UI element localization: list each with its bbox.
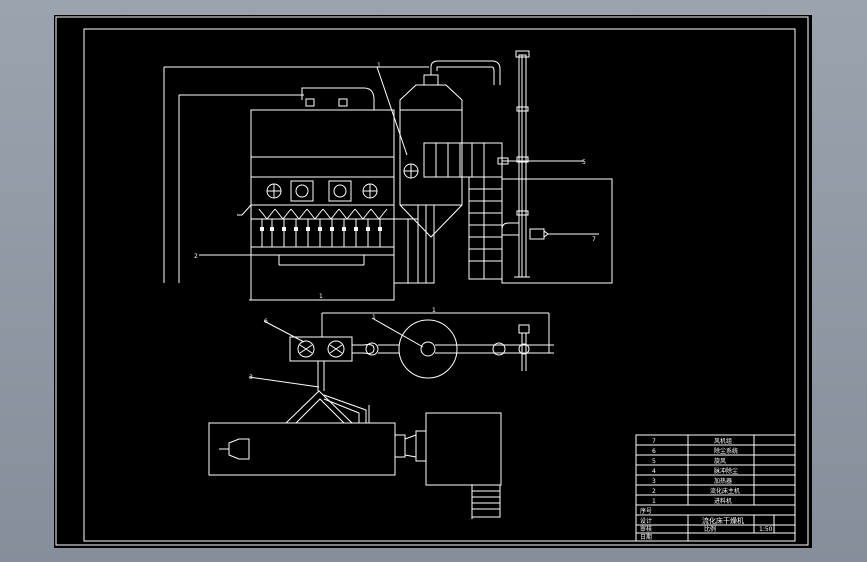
fluid-bed-plan <box>208 422 396 476</box>
callout-7-right: 7 <box>592 236 596 243</box>
plan-view: 1 6 1 3 <box>208 307 554 519</box>
fan-housing <box>501 178 613 284</box>
stair-tower <box>468 176 503 280</box>
tb-row-name: 脉冲除尘 <box>714 467 738 475</box>
front-elevation-view: 1 <box>163 50 613 301</box>
outer-frame <box>55 16 809 546</box>
tb-row-name: 加热器 <box>714 477 732 485</box>
tb-header-left: 序号 <box>640 507 652 515</box>
callout-1-top: 1 <box>377 62 381 69</box>
callout-5-right: 5 <box>582 159 586 166</box>
tb-row-name: 流化床主机 <box>710 487 740 495</box>
svg-text:1: 1 <box>432 307 436 314</box>
tb-row-no: 5 <box>652 458 656 465</box>
tb-row-name: 旋风 <box>714 457 726 465</box>
tb-date-label: 日期 <box>640 533 652 541</box>
tb-scale-label: 比例 <box>704 525 716 533</box>
tb-row-no: 1 <box>652 498 656 505</box>
title-block: 7 风机组 6 除尘系统 5 旋风 4 脉冲除尘 3 加热器 2 流化床主机 1… <box>635 434 796 542</box>
cad-drawing-viewport[interactable]: 1 <box>54 15 812 548</box>
callout-2-left: 2 <box>194 253 198 260</box>
drawing-canvas: 1 <box>55 16 809 546</box>
tb-row-no: 4 <box>652 468 656 475</box>
tb-row-no: 6 <box>652 448 656 455</box>
cyclone-separator <box>399 84 463 238</box>
tb-row-no: 2 <box>652 488 656 495</box>
tb-row-name: 除尘系统 <box>714 447 738 455</box>
tb-row-no: 3 <box>652 478 656 485</box>
cyclone-plan <box>398 319 458 379</box>
callout-1-mid: 1 <box>372 314 376 321</box>
inner-frame <box>83 28 796 542</box>
tb-scale: 1:50 <box>759 526 773 533</box>
tb-row-no: 7 <box>652 438 656 445</box>
tb-designer-label: 设计 <box>640 517 652 525</box>
tb-title: 流化床干燥机 <box>702 516 744 525</box>
callout-3-left: 3 <box>249 374 253 381</box>
svg-text:1: 1 <box>319 293 323 300</box>
tb-row-name: 进料机 <box>714 497 732 505</box>
fan-box-plan <box>425 412 502 486</box>
callout-6-mid: 6 <box>264 318 268 325</box>
tb-checker-label: 审核 <box>640 525 652 533</box>
pulse-dust-collector <box>423 142 503 178</box>
tb-row-name: 风机组 <box>714 437 732 445</box>
